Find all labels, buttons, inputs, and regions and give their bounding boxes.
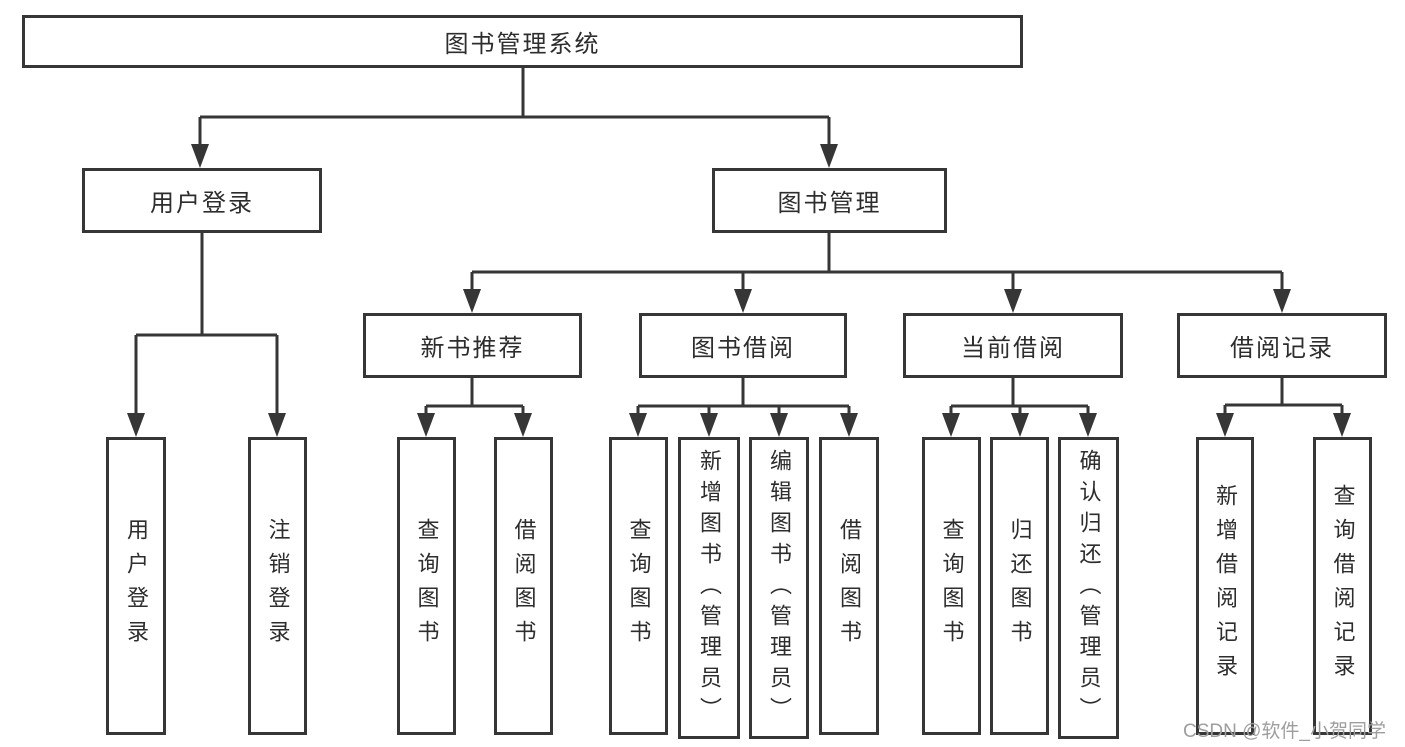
node-new-book-recommend: 新书推荐 [363, 313, 582, 378]
leaf-logout-login: 注销登录 [248, 437, 307, 735]
leaf-query-book-borrow: 查询图书 [609, 437, 668, 735]
leaf-user-login: 用户登录 [106, 437, 166, 735]
node-root-library-management-system: 图书管理系统 [22, 15, 1023, 68]
node-book-management: 图书管理 [712, 168, 947, 233]
node-current-borrow: 当前借阅 [903, 313, 1123, 378]
leaf-query-borrow-record: 查询借阅记录 [1313, 437, 1372, 735]
arrowheads [127, 144, 1351, 437]
leaf-edit-book-admin: 编辑图书（管理员） [749, 437, 809, 739]
leaf-borrow-book-recommend: 借阅图书 [494, 437, 553, 735]
csdn-watermark: CSDN @软件_小贺同学 [1183, 721, 1386, 742]
node-book-borrow: 图书借阅 [639, 313, 847, 378]
leaf-borrow-book: 借阅图书 [819, 437, 879, 735]
node-borrow-record: 借阅记录 [1177, 313, 1387, 378]
node-user-login: 用户登录 [82, 168, 322, 233]
leaf-confirm-return-admin: 确认归还（管理员） [1058, 437, 1119, 739]
leaf-query-book-current: 查询图书 [922, 437, 981, 735]
leaf-return-book: 归还图书 [990, 437, 1049, 735]
leaf-add-book-admin: 新增图书（管理员） [678, 437, 740, 739]
leaf-query-book-recommend: 查询图书 [397, 437, 456, 735]
leaf-add-borrow-record: 新增借阅记录 [1196, 437, 1254, 735]
